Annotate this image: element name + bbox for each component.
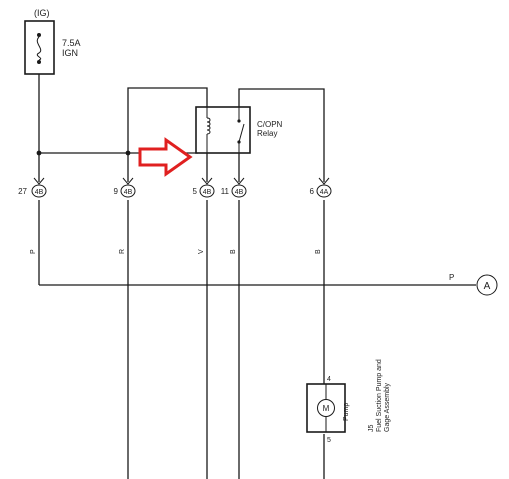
- svg-text:4B: 4B: [235, 189, 244, 196]
- relay-name-line1: C/OPN: [257, 120, 283, 129]
- fuse-supply-label: (IG): [34, 8, 50, 18]
- connector-pin: 5 4B: [193, 177, 215, 198]
- relay-box: [195, 106, 251, 154]
- wire-color-label: P: [30, 249, 37, 254]
- svg-text:5: 5: [193, 187, 198, 196]
- connector-pin: 11 4B: [221, 177, 247, 198]
- fuse-name-label: IGN: [62, 48, 78, 58]
- svg-text:27: 27: [18, 187, 27, 196]
- motor-symbol: M: [323, 404, 330, 413]
- svg-text:6: 6: [310, 187, 315, 196]
- junction-a-circle: [476, 274, 498, 296]
- connector-pin: 27 4B: [18, 177, 47, 198]
- relay-coil-icon: [206, 107, 211, 153]
- wire-color-label: B: [315, 249, 322, 254]
- pump-pin-bottom: 5: [327, 437, 331, 444]
- wire-color-label: R: [119, 249, 126, 254]
- svg-text:4B: 4B: [203, 189, 212, 196]
- pump-label: Pump: [343, 403, 350, 421]
- pump-desc-line1: Fuel Suction Pump and: [376, 359, 383, 432]
- fuse-rating-label: 7.5A: [62, 38, 81, 48]
- fuse-icon: [36, 33, 42, 64]
- wire-color-label: V: [198, 249, 205, 254]
- pump-desc-line2: Gage Assembly: [384, 382, 391, 432]
- connector-pin: 9 4B: [114, 177, 136, 198]
- relay-switch-icon: [237, 107, 245, 153]
- svg-text:9: 9: [114, 187, 119, 196]
- junction-dot: [36, 150, 42, 156]
- connector-pin: 6 4A: [310, 177, 332, 198]
- wire-color-label: B: [230, 249, 237, 254]
- svg-text:4B: 4B: [35, 189, 44, 196]
- wires: [38, 74, 476, 479]
- svg-text:11: 11: [221, 187, 230, 196]
- pump-ref-code: J5: [368, 425, 375, 433]
- junction-a-label: A: [484, 281, 491, 292]
- pump-pin-top: 4: [327, 376, 331, 383]
- svg-text:4A: 4A: [320, 189, 329, 196]
- junction-dot: [125, 150, 131, 156]
- junction-wire-color-label: P: [449, 273, 454, 282]
- relay-name-line2: Relay: [257, 129, 277, 138]
- svg-text:4B: 4B: [124, 189, 133, 196]
- highlight-arrow-icon: [138, 137, 193, 177]
